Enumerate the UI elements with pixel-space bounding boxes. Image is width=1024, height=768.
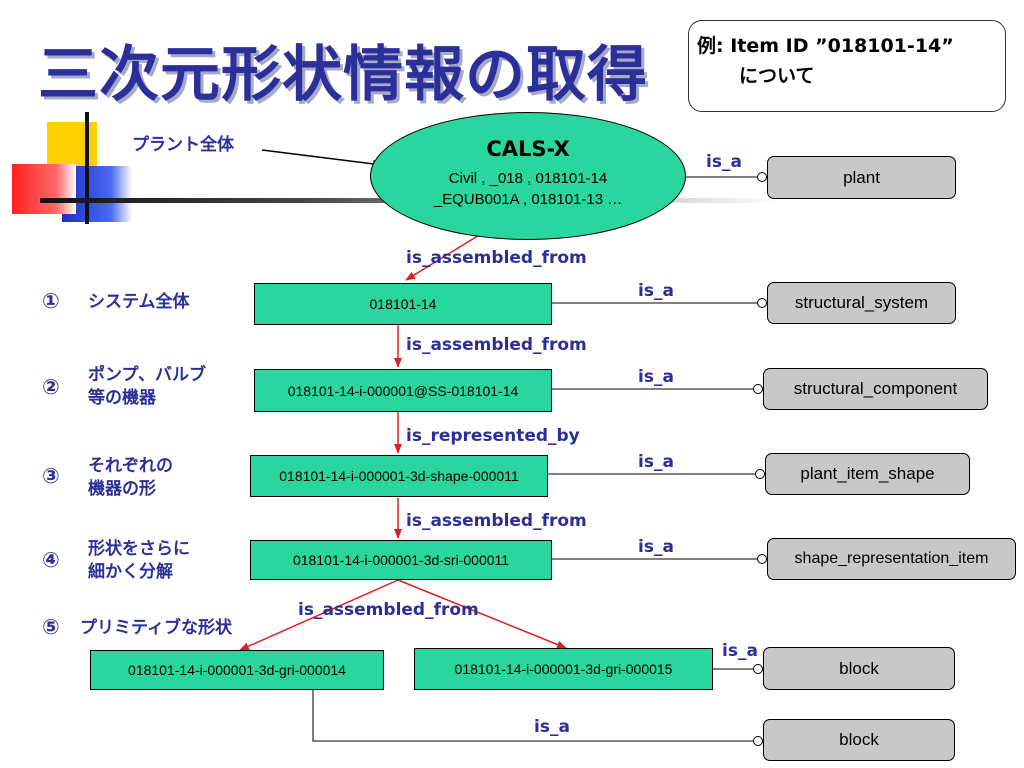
arrow-sri-to-gri15 xyxy=(397,579,567,649)
arrow-sri-to-gri14 xyxy=(239,579,399,651)
step-1-label: システム全体 xyxy=(88,292,190,312)
isa-line-gri14 xyxy=(312,690,756,742)
isa-label-gri14: is_a xyxy=(534,717,570,737)
isa-endpoint-gri14 xyxy=(753,736,763,746)
isa-endpoint-sri xyxy=(757,554,767,564)
plant-pointer-arrow xyxy=(261,149,383,168)
step-2-label: ポンプ、バルブ 等の機器 xyxy=(88,365,206,408)
isa-endpoint-root xyxy=(757,172,767,182)
node-sri: 018101-14-i-000001-3d-sri-000011 xyxy=(250,540,552,580)
page-title: 三次元形状情報の取得 xyxy=(38,40,648,110)
example-item-id: 例: Item ID ”018101-14” xyxy=(697,35,954,57)
class-shape-representation-item: shape_representation_item xyxy=(767,538,1016,580)
class-plant: plant xyxy=(767,156,956,199)
step-2-number: ② xyxy=(42,375,60,399)
rel-assembled-from-3: is_assembled_from xyxy=(406,511,587,531)
isa-endpoint-system xyxy=(757,298,767,308)
step-4-number: ④ xyxy=(42,548,60,572)
step-4-label: 形状をさらに 細かく分解 xyxy=(88,539,190,582)
step-5-number: ⑤ xyxy=(42,615,60,639)
node-component: 018101-14-i-000001@SS-018101-14 xyxy=(254,369,552,412)
decor-red-square xyxy=(12,164,76,214)
root-node-title: CALS-X xyxy=(486,137,570,161)
step-3-label: それぞれの 機器の形 xyxy=(88,456,173,499)
example-callout: 例: Item ID ”018101-14” について xyxy=(688,20,1006,112)
plant-whole-label: プラント全体 xyxy=(132,135,234,155)
class-plant-item-shape: plant_item_shape xyxy=(765,453,970,495)
node-gri-000015: 018101-14-i-000001-3d-gri-000015 xyxy=(414,648,713,690)
node-shape: 018101-14-i-000001-3d-shape-000011 xyxy=(250,455,548,497)
class-structural-component: structural_component xyxy=(763,368,988,410)
step-5-label: プリミティブな形状 xyxy=(80,618,232,638)
class-structural-system: structural_system xyxy=(767,282,956,324)
rel-represented-by: is_represented_by xyxy=(406,426,580,446)
isa-label-sri: is_a xyxy=(638,537,674,557)
class-block-1: block xyxy=(763,647,955,690)
example-about: について xyxy=(739,65,815,87)
step-3-number: ③ xyxy=(42,464,60,488)
rel-assembled-from-1: is_assembled_from xyxy=(406,248,587,268)
rel-assembled-from-2: is_assembled_from xyxy=(406,335,587,355)
class-block-2: block xyxy=(763,719,955,761)
isa-label-root: is_a xyxy=(706,152,742,172)
step-1-number: ① xyxy=(42,289,60,313)
isa-endpoint-shape xyxy=(755,469,765,479)
isa-endpoint-gri15 xyxy=(753,664,763,674)
isa-label-shape: is_a xyxy=(638,452,674,472)
isa-label-gri15: is_a xyxy=(722,641,758,661)
node-system: 018101-14 xyxy=(254,283,552,325)
decor-vertical-bar xyxy=(85,112,89,224)
isa-label-system: is_a xyxy=(638,281,674,301)
root-node-line2: _EQUB001A , 018101-13 … xyxy=(433,191,623,208)
isa-label-component: is_a xyxy=(638,367,674,387)
isa-endpoint-component xyxy=(753,384,763,394)
rel-assembled-from-4: is_assembled_from xyxy=(298,600,479,620)
root-node-line1: Civil , _018 , 018101-14 xyxy=(448,170,608,187)
root-node-calsx: CALS-X Civil , _018 , 018101-14 _EQUB001… xyxy=(370,112,686,240)
node-gri-000014: 018101-14-i-000001-3d-gri-000014 xyxy=(90,650,384,690)
